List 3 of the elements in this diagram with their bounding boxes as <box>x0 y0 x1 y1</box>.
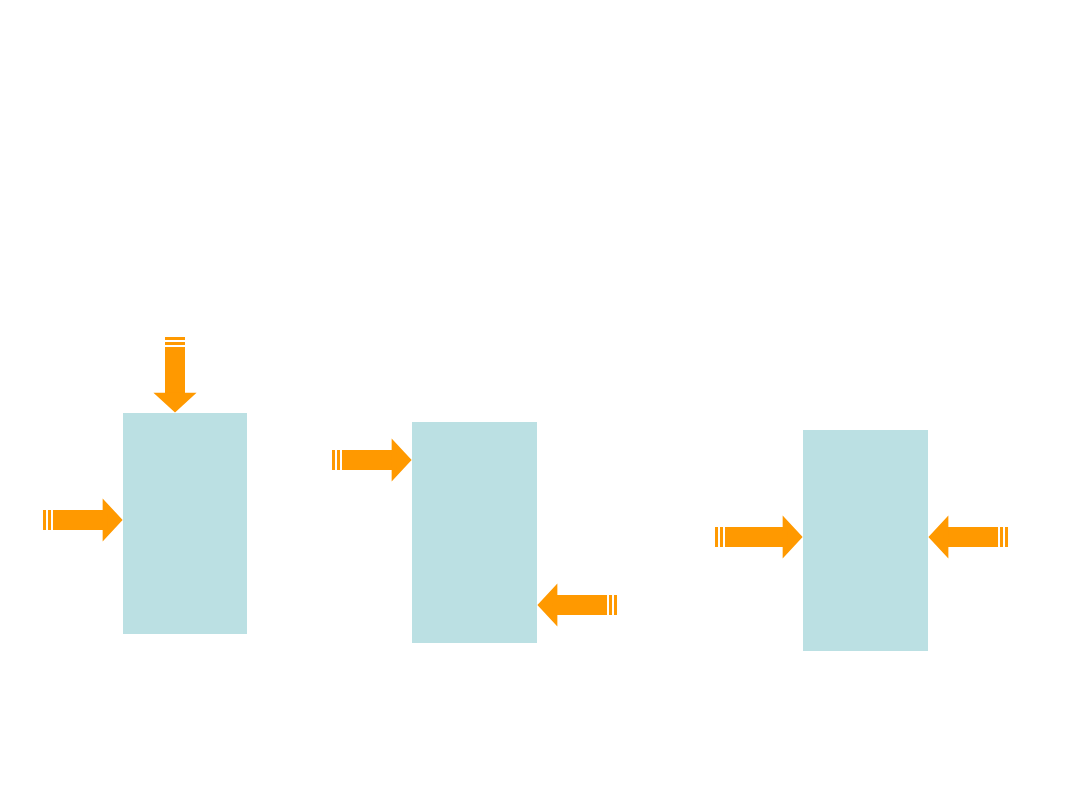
block <box>123 413 247 634</box>
block <box>803 430 928 651</box>
block <box>412 422 537 643</box>
